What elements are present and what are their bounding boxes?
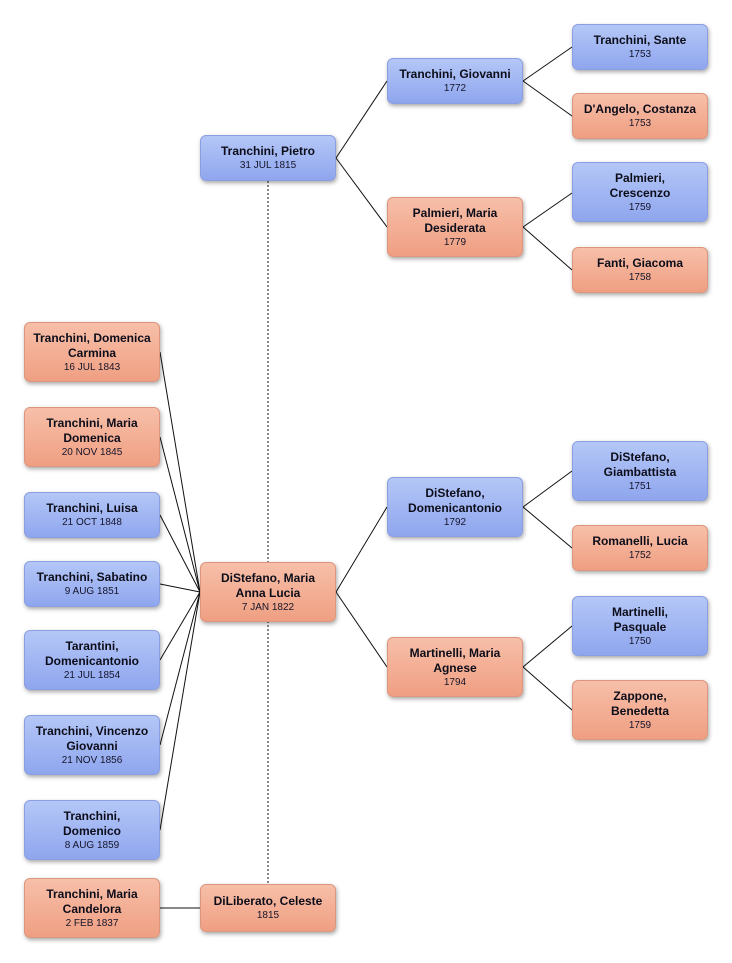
person-date: 16 JUL 1843 — [63, 361, 121, 373]
person-date: 1779 — [443, 236, 467, 248]
link-palmieri-giacoma — [522, 226, 573, 271]
person-card-pietro[interactable]: Tranchini, Pietro 31 JUL 1815 — [200, 135, 336, 181]
person-card-costanza[interactable]: D'Angelo, Costanza 1753 — [572, 93, 708, 139]
person-date: 21 OCT 1848 — [62, 517, 122, 528]
person-card-sante[interactable]: Tranchini, Sante 1753 — [572, 24, 708, 70]
person-name: Palmieri, Maria Desiderata — [412, 205, 498, 235]
link-pietro-giovanni — [335, 80, 388, 159]
person-date: 1753 — [628, 49, 652, 60]
person-card-sabatino[interactable]: Tranchini, Sabatino 9 AUG 1851 — [24, 561, 160, 607]
person-name: Romanelli, Lucia — [592, 534, 688, 548]
person-date: 1750 — [628, 635, 652, 647]
link-giovanni-costanza — [522, 80, 573, 117]
link-martinelli-pasquale — [522, 625, 573, 668]
person-name: Tranchini, Giovanni — [399, 67, 511, 81]
link-child-vincenzo — [159, 591, 201, 746]
person-card-maria-anna-lucia[interactable]: DiStefano, Maria Anna Lucia 7 JAN 1822 — [200, 562, 336, 622]
person-name: DiStefano, Domenicantonio — [407, 485, 502, 515]
person-date: 9 AUG 1851 — [64, 586, 120, 597]
person-name: Tranchini, Maria Domenica — [46, 415, 138, 445]
person-date: 7 JAN 1822 — [241, 601, 295, 613]
link-child-luisa — [159, 514, 201, 593]
link-domenicantonio-lucia — [522, 506, 573, 549]
person-card-vincenzo[interactable]: Tranchini, Vincenzo Giovanni 21 NOV 1856 — [24, 715, 160, 775]
link-child-tarantini — [159, 591, 201, 661]
link-child-domenica — [159, 351, 201, 593]
person-card-domenicantonio-distefano[interactable]: DiStefano, Domenicantonio 1792 — [387, 477, 523, 537]
person-date: 2 FEB 1837 — [65, 917, 119, 929]
link-child-domenico — [159, 591, 201, 831]
person-date: 1752 — [628, 550, 652, 561]
person-card-tarantini[interactable]: Tarantini, Domenicantonio 21 JUL 1854 — [24, 630, 160, 690]
person-name: Martinelli, Maria Agnese — [409, 645, 501, 675]
person-name: Tranchini, Sabatino — [36, 570, 148, 584]
person-name: Zappone, Benedetta — [610, 688, 669, 718]
person-name: Palmieri, Crescenzo — [609, 170, 671, 200]
person-name: Tranchini, Luisa — [46, 501, 138, 515]
person-card-lucia[interactable]: Romanelli, Lucia 1752 — [572, 525, 708, 571]
person-card-pasquale[interactable]: Martinelli, Pasquale 1750 — [572, 596, 708, 656]
person-name: Tarantini, Domenicantonio — [44, 638, 139, 668]
person-card-maria-domenica[interactable]: Tranchini, Maria Domenica 20 NOV 1845 — [24, 407, 160, 467]
person-card-luisa[interactable]: Tranchini, Luisa 21 OCT 1848 — [24, 492, 160, 538]
person-date: 31 JUL 1815 — [239, 160, 297, 171]
person-card-domenico[interactable]: Tranchini, Domenico 8 AUG 1859 — [24, 800, 160, 860]
person-name: Tranchini, Pietro — [220, 144, 316, 158]
link-martinelli-benedetta — [522, 666, 573, 711]
person-name: DiStefano, Maria Anna Lucia — [220, 570, 316, 600]
person-card-crescenzo[interactable]: Palmieri, Crescenzo 1759 — [572, 162, 708, 222]
person-name: Tranchini, Vincenzo Giovanni — [35, 723, 149, 753]
person-card-giacoma[interactable]: Fanti, Giacoma 1758 — [572, 247, 708, 293]
link-maria-domenicantonio — [335, 506, 388, 593]
person-card-candelora[interactable]: Tranchini, Maria Candelora 2 FEB 1837 — [24, 878, 160, 938]
person-date: 21 JUL 1854 — [63, 669, 121, 681]
link-child-sabatino — [159, 583, 201, 593]
person-name: DiLiberato, Celeste — [213, 894, 323, 908]
person-name: Tranchini, Domenico — [62, 808, 121, 838]
person-name: Fanti, Giacoma — [596, 256, 684, 270]
person-name: Tranchini, Domenica Carmina — [33, 330, 151, 360]
person-date: 1751 — [628, 480, 652, 492]
person-date: 1815 — [256, 910, 280, 921]
person-date: 1759 — [628, 719, 652, 731]
link-domenicantonio-giambattista — [522, 470, 573, 508]
person-card-giambattista[interactable]: DiStefano, Giambattista 1751 — [572, 441, 708, 501]
person-card-palmieri-maria-desiderata[interactable]: Palmieri, Maria Desiderata 1779 — [387, 197, 523, 257]
person-card-benedetta[interactable]: Zappone, Benedetta 1759 — [572, 680, 708, 740]
person-date: 1792 — [443, 516, 467, 528]
person-card-giovanni[interactable]: Tranchini, Giovanni 1772 — [387, 58, 523, 104]
person-date: 20 NOV 1845 — [61, 446, 123, 458]
person-date: 1759 — [628, 201, 652, 213]
person-card-martinelli-maria-agnese[interactable]: Martinelli, Maria Agnese 1794 — [387, 637, 523, 697]
person-date: 8 AUG 1859 — [64, 839, 120, 851]
person-name: D'Angelo, Costanza — [583, 102, 697, 116]
person-date: 21 NOV 1856 — [61, 754, 123, 766]
person-date: 1753 — [628, 118, 652, 129]
person-name: Tranchini, Sante — [593, 33, 687, 47]
person-date: 1772 — [443, 83, 467, 94]
link-pietro-palmieri — [335, 157, 388, 228]
link-child-maria-domenica — [159, 436, 201, 593]
person-name: Tranchini, Maria Candelora — [46, 886, 138, 916]
person-name: DiStefano, Giambattista — [603, 449, 677, 479]
person-card-celeste[interactable]: DiLiberato, Celeste 1815 — [200, 884, 336, 932]
link-palmieri-crescenzo — [522, 192, 573, 228]
person-name: Martinelli, Pasquale — [611, 604, 668, 634]
person-date: 1794 — [443, 676, 467, 688]
link-giovanni-sante — [522, 46, 573, 82]
person-date: 1758 — [628, 272, 652, 283]
link-maria-martinelli — [335, 591, 388, 668]
person-card-domenica-carmina[interactable]: Tranchini, Domenica Carmina 16 JUL 1843 — [24, 322, 160, 382]
